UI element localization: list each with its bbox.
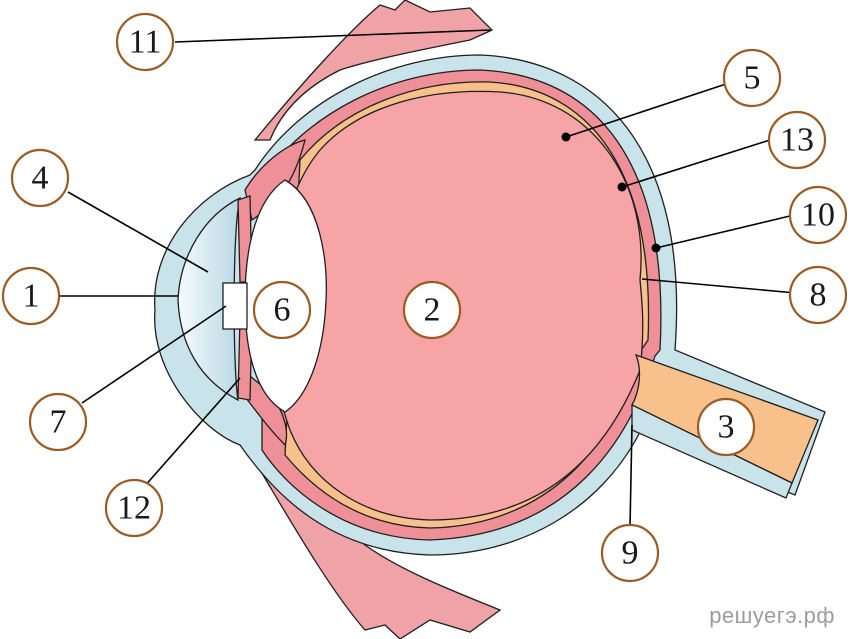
callout-9: 9 [600, 523, 660, 583]
leader-4 [67, 191, 209, 273]
callout-7: 7 [28, 392, 88, 452]
callout-10-text: 10 [801, 197, 835, 234]
callout-5: 5 [722, 48, 782, 108]
callout-10: 10 [788, 185, 848, 245]
ciliary-body-lower [239, 370, 288, 447]
marker-dot-10 [651, 243, 661, 253]
callout-6: 6 [252, 280, 312, 340]
pupil [222, 282, 248, 330]
callout-2: 2 [402, 280, 462, 340]
callout-8-text: 8 [810, 277, 827, 314]
callout-2-text: 2 [424, 292, 441, 329]
callout-3-text: 3 [718, 409, 735, 446]
callout-13: 13 [767, 110, 827, 170]
callout-9-text: 9 [622, 535, 639, 572]
callout-12: 12 [104, 478, 164, 538]
leader-lines [60, 29, 797, 528]
callout-11: 11 [115, 12, 175, 72]
leader-13 [621, 139, 771, 188]
leader-5 [565, 83, 727, 138]
callout-4-text: 4 [32, 160, 49, 197]
leader-8 [641, 278, 797, 294]
callout-1: 1 [1, 266, 61, 326]
upper-muscle [253, 0, 494, 141]
leader-9 [629, 424, 633, 528]
watermark: решуегэ.рф [709, 603, 835, 628]
callout-7-text: 7 [50, 404, 67, 441]
callout-8: 8 [788, 265, 848, 325]
marker-dot-5 [561, 132, 571, 142]
leader-12 [142, 377, 241, 489]
callout-6-text: 6 [274, 292, 291, 329]
callout-13-text: 13 [780, 122, 814, 159]
callout-12-text: 12 [117, 490, 151, 527]
marker-dot-13 [617, 182, 627, 192]
leader-11 [174, 29, 491, 43]
callout-3: 3 [696, 397, 756, 457]
callout-11-text: 11 [129, 24, 162, 61]
callout-5-text: 5 [744, 60, 761, 97]
leader-10 [655, 214, 795, 249]
callout-1-text: 1 [23, 278, 40, 315]
leader-7 [81, 305, 227, 404]
callout-4: 4 [10, 148, 70, 208]
